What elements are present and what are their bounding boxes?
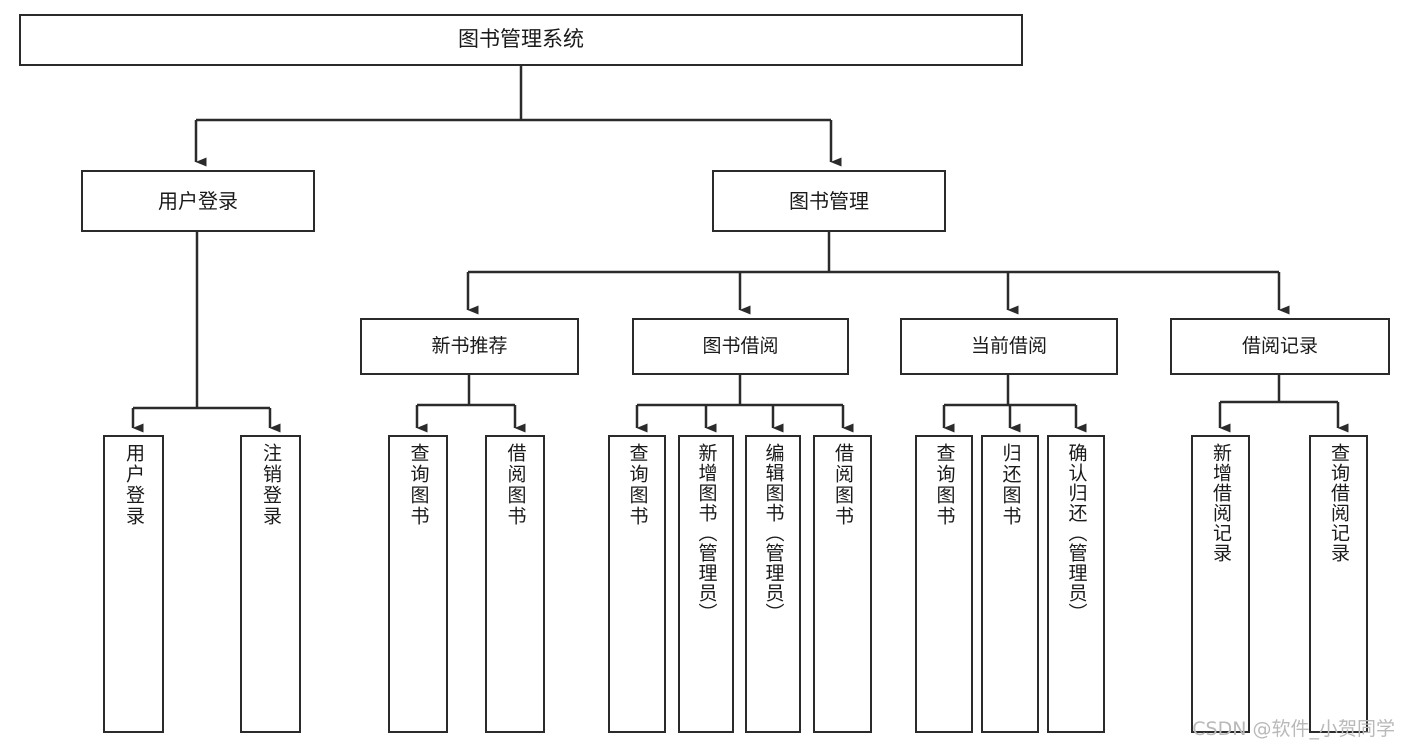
- edges-root: [194, 66, 842, 167]
- leaf-new-book-query[interactable]: 查询图书: [388, 435, 448, 733]
- leaf-current-borrow-return[interactable]: 归还图书: [981, 435, 1039, 733]
- node-current-borrow[interactable]: 当前借阅: [900, 318, 1118, 375]
- edges-book-mgmt: [466, 232, 1290, 315]
- node-root-system[interactable]: 图书管理系统: [19, 14, 1023, 66]
- leaf-book-borrow-edit[interactable]: 编辑图书（管理员）: [745, 435, 801, 733]
- leaf-current-borrow-query[interactable]: 查询图书: [915, 435, 973, 733]
- leaf-new-book-borrow[interactable]: 借阅图书: [485, 435, 545, 733]
- node-current-borrow-label: 当前借阅: [970, 334, 1047, 357]
- node-user-login-label: 用户登录: [158, 188, 238, 213]
- leaf-user-login-logout-label: 注销登录: [260, 443, 282, 527]
- node-book-borrow-label: 图书借阅: [702, 334, 779, 357]
- leaf-book-borrow-edit-label: 编辑图书（管理员）: [762, 443, 785, 623]
- leaf-borrow-record-query[interactable]: 查询借阅记录: [1309, 435, 1368, 733]
- edges-book-borrow: [635, 375, 854, 433]
- leaf-borrow-record-add-label: 新增借阅记录: [1210, 443, 1232, 563]
- node-new-book-recommend[interactable]: 新书推荐: [360, 318, 579, 375]
- leaf-current-borrow-query-label: 查询图书: [933, 443, 956, 527]
- leaf-current-borrow-confirm-label: 确认归还（管理员）: [1065, 443, 1088, 623]
- node-book-borrow[interactable]: 图书借阅: [632, 318, 849, 375]
- leaf-current-borrow-return-label: 归还图书: [999, 443, 1022, 527]
- node-book-management-label: 图书管理: [789, 188, 869, 213]
- node-root-system-label: 图书管理系统: [458, 27, 584, 52]
- leaf-book-borrow-borrow-label: 借阅图书: [832, 443, 854, 527]
- node-borrow-record[interactable]: 借阅记录: [1170, 318, 1390, 375]
- edges-new-book: [415, 375, 526, 433]
- node-borrow-record-label: 借阅记录: [1241, 334, 1318, 357]
- leaf-book-borrow-add[interactable]: 新增图书（管理员）: [678, 435, 734, 733]
- leaf-new-book-query-label: 查询图书: [407, 443, 430, 527]
- edges-user-login: [131, 232, 281, 433]
- node-new-book-recommend-label: 新书推荐: [431, 334, 508, 357]
- leaf-user-login-logout[interactable]: 注销登录: [240, 435, 301, 733]
- node-book-management[interactable]: 图书管理: [712, 170, 946, 232]
- node-user-login[interactable]: 用户登录: [81, 170, 315, 232]
- leaf-book-borrow-query[interactable]: 查询图书: [608, 435, 666, 733]
- leaf-user-login-login-label: 用户登录: [123, 443, 145, 527]
- leaf-borrow-record-query-label: 查询借阅记录: [1328, 443, 1350, 563]
- edges-borrow-record: [1218, 375, 1349, 433]
- leaf-user-login-login[interactable]: 用户登录: [103, 435, 164, 733]
- leaf-book-borrow-add-label: 新增图书（管理员）: [695, 443, 718, 623]
- leaf-new-book-borrow-label: 借阅图书: [504, 443, 527, 527]
- leaf-book-borrow-borrow[interactable]: 借阅图书: [813, 435, 872, 733]
- leaf-current-borrow-confirm[interactable]: 确认归还（管理员）: [1047, 435, 1105, 733]
- leaf-borrow-record-add[interactable]: 新增借阅记录: [1191, 435, 1250, 733]
- edges-current-borrow: [942, 375, 1087, 433]
- leaf-book-borrow-query-label: 查询图书: [626, 443, 649, 527]
